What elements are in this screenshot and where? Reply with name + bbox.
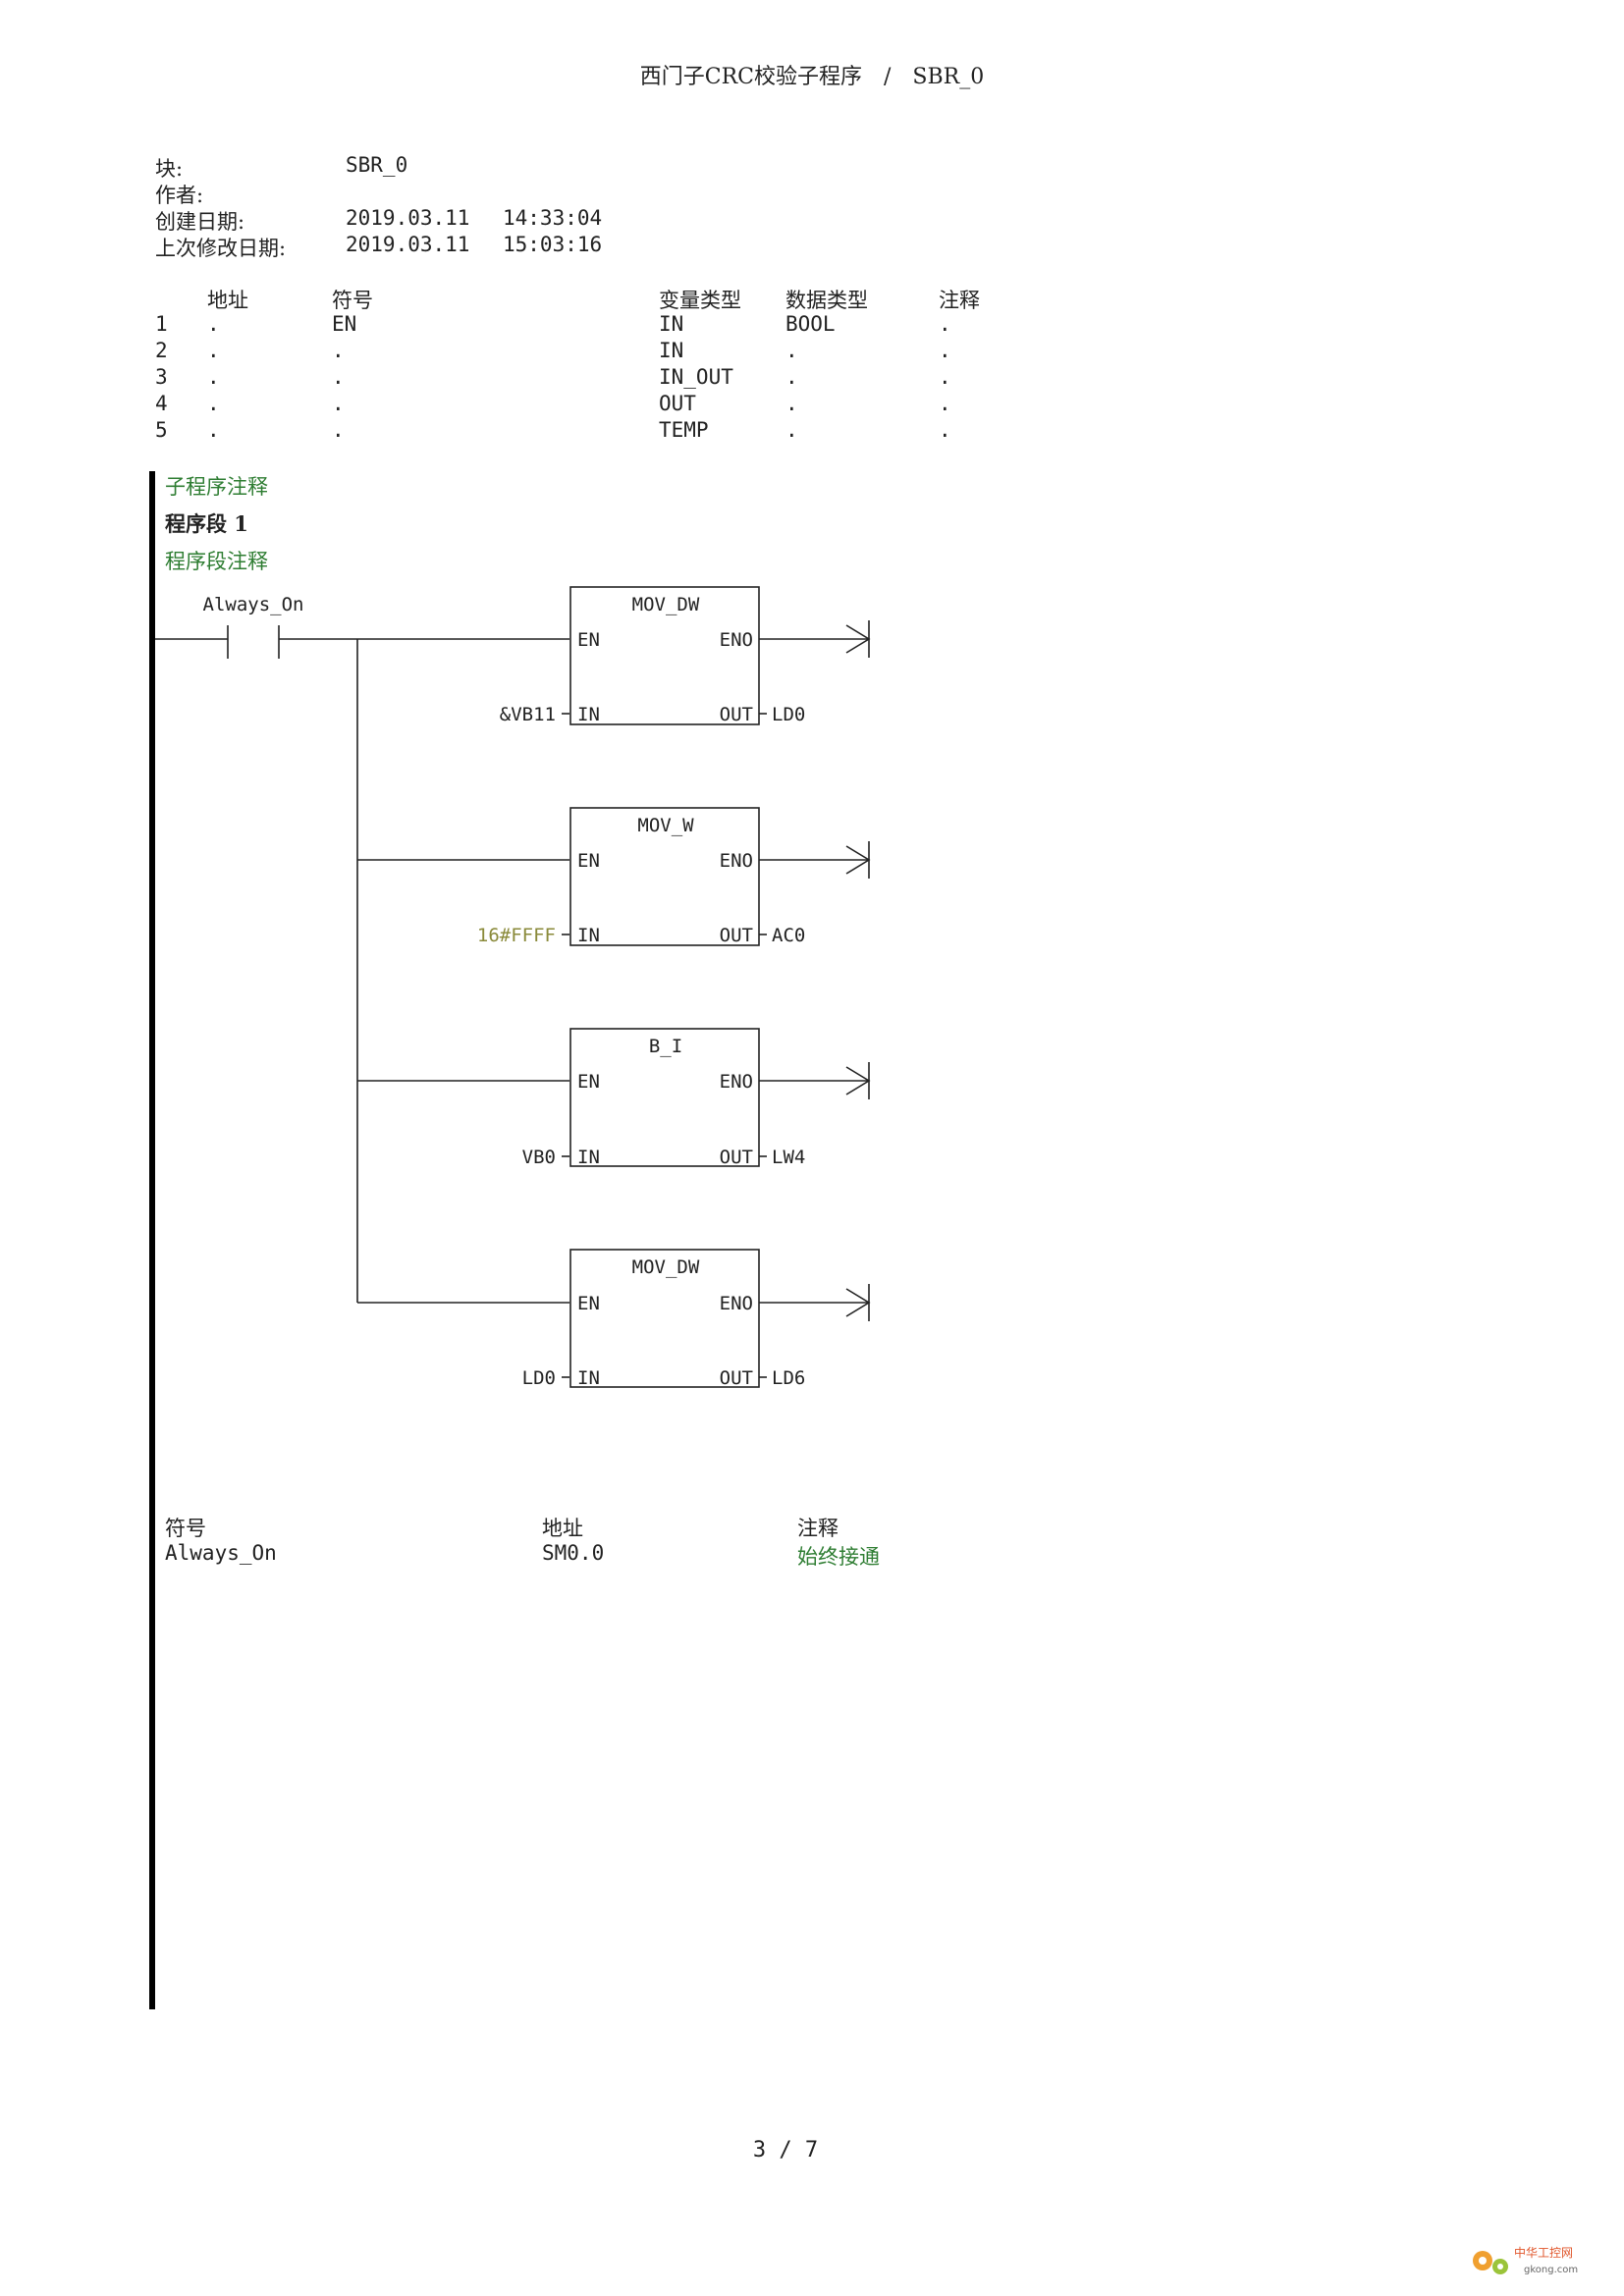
var-header-symbol: 符号 bbox=[332, 289, 373, 312]
gear-icon: 中华工控网 gkong.com bbox=[1473, 2245, 1578, 2275]
power-rail bbox=[149, 471, 155, 2009]
eno-pin: ENO bbox=[720, 1071, 753, 1093]
symbol-header-symbol: 符号 bbox=[165, 1517, 206, 1540]
eno-arrow-1 bbox=[759, 620, 871, 658]
row-address: . bbox=[207, 312, 220, 336]
out-operand: LW4 bbox=[772, 1147, 805, 1168]
contact-label: Always_On bbox=[203, 594, 304, 615]
in-operand: LD0 bbox=[522, 1367, 556, 1389]
symbol-header-comment: 注释 bbox=[797, 1517, 839, 1540]
en-pin: EN bbox=[577, 1071, 600, 1093]
box-mov-dw-1 bbox=[569, 586, 760, 725]
row-address: . bbox=[207, 392, 220, 415]
symbol-comment: 始终接通 bbox=[797, 1545, 880, 1569]
box-title: MOV_DW bbox=[632, 594, 700, 615]
box-title: B_I bbox=[649, 1036, 682, 1057]
row-var-type: IN_OUT bbox=[659, 365, 733, 389]
row-symbol: EN bbox=[332, 312, 357, 336]
row-symbol: . bbox=[332, 339, 345, 362]
network-title: 程序段 1 bbox=[165, 511, 248, 536]
row-comment: . bbox=[939, 312, 951, 336]
box-title: MOV_DW bbox=[632, 1256, 700, 1278]
eno-arrow-3 bbox=[759, 1062, 871, 1099]
modified-label: 上次修改日期: bbox=[155, 237, 287, 260]
modified-time: 15:03:16 bbox=[503, 233, 603, 256]
in-operand-constant: 16#FFFF bbox=[477, 925, 556, 946]
eno-pin: ENO bbox=[720, 1293, 753, 1314]
var-header-data-type: 数据类型 bbox=[785, 289, 868, 312]
out-pin: OUT bbox=[720, 704, 753, 725]
en-pin: EN bbox=[577, 629, 600, 651]
row-var-type: IN bbox=[659, 312, 684, 336]
row-comment: . bbox=[939, 339, 951, 362]
row-data-type: . bbox=[785, 365, 798, 389]
author-label: 作者: bbox=[155, 184, 204, 207]
en-pin: EN bbox=[577, 850, 600, 872]
row-number: 4 bbox=[155, 392, 168, 415]
block-label: 块: bbox=[155, 157, 184, 181]
row-data-type: BOOL bbox=[785, 312, 836, 336]
in-pin: IN bbox=[577, 1367, 600, 1389]
row-data-type: . bbox=[785, 339, 798, 362]
row-var-type: OUT bbox=[659, 392, 696, 415]
box-title: MOV_W bbox=[637, 815, 694, 836]
var-header-address: 地址 bbox=[207, 289, 248, 312]
out-operand: LD6 bbox=[772, 1367, 805, 1389]
eno-pin: ENO bbox=[720, 850, 753, 872]
row-symbol: . bbox=[332, 392, 345, 415]
row-address: . bbox=[207, 418, 220, 442]
symbol-header-address: 地址 bbox=[542, 1517, 583, 1540]
var-header-comment: 注释 bbox=[939, 289, 980, 312]
eno-arrow-4 bbox=[759, 1284, 871, 1321]
en-pin: EN bbox=[577, 1293, 600, 1314]
created-time: 14:33:04 bbox=[503, 206, 603, 230]
created-label: 创建日期: bbox=[155, 210, 245, 234]
row-comment: . bbox=[939, 392, 951, 415]
row-var-type: IN bbox=[659, 339, 684, 362]
symbol-name: Always_On bbox=[165, 1541, 277, 1565]
row-number: 1 bbox=[155, 312, 168, 336]
page-header-title: 西门子CRC校验子程序 / SBR_0 bbox=[639, 65, 985, 89]
symbol-address: SM0.0 bbox=[542, 1541, 605, 1565]
in-pin: IN bbox=[577, 925, 600, 946]
watermark-logo-text: 中华工控网 bbox=[1514, 2245, 1573, 2260]
row-data-type: . bbox=[785, 418, 798, 442]
out-pin: OUT bbox=[720, 1367, 753, 1389]
box-mov-w bbox=[569, 807, 760, 946]
row-symbol: . bbox=[332, 418, 345, 442]
subroutine-comment: 子程序注释 bbox=[165, 475, 268, 499]
row-comment: . bbox=[939, 418, 951, 442]
out-operand: LD0 bbox=[772, 704, 805, 725]
box-mov-dw-2 bbox=[569, 1249, 760, 1388]
row-number: 3 bbox=[155, 365, 168, 389]
row-number: 2 bbox=[155, 339, 168, 362]
box-b-i bbox=[569, 1028, 760, 1167]
block-value: SBR_0 bbox=[346, 153, 408, 177]
watermark-url: gkong.com bbox=[1524, 2265, 1578, 2275]
in-pin: IN bbox=[577, 704, 600, 725]
row-address: . bbox=[207, 365, 220, 389]
created-date: 2019.03.11 bbox=[346, 206, 470, 230]
out-operand: AC0 bbox=[772, 925, 805, 946]
in-operand: VB0 bbox=[522, 1147, 556, 1168]
row-data-type: . bbox=[785, 392, 798, 415]
row-comment: . bbox=[939, 365, 951, 389]
out-pin: OUT bbox=[720, 925, 753, 946]
watermark-logo: 中华工控网 gkong.com bbox=[1469, 2237, 1606, 2282]
out-pin: OUT bbox=[720, 1147, 753, 1168]
in-pin: IN bbox=[577, 1147, 600, 1168]
network-comment: 程序段注释 bbox=[165, 550, 268, 573]
row-address: . bbox=[207, 339, 220, 362]
row-number: 5 bbox=[155, 418, 168, 442]
var-header-var-type: 变量类型 bbox=[659, 289, 741, 312]
eno-arrow-2 bbox=[759, 841, 871, 879]
page-number: 3 / 7 bbox=[752, 2138, 819, 2163]
in-operand: &VB11 bbox=[500, 704, 556, 725]
row-symbol: . bbox=[332, 365, 345, 389]
modified-date: 2019.03.11 bbox=[346, 233, 470, 256]
eno-pin: ENO bbox=[720, 629, 753, 651]
row-var-type: TEMP bbox=[659, 418, 709, 442]
